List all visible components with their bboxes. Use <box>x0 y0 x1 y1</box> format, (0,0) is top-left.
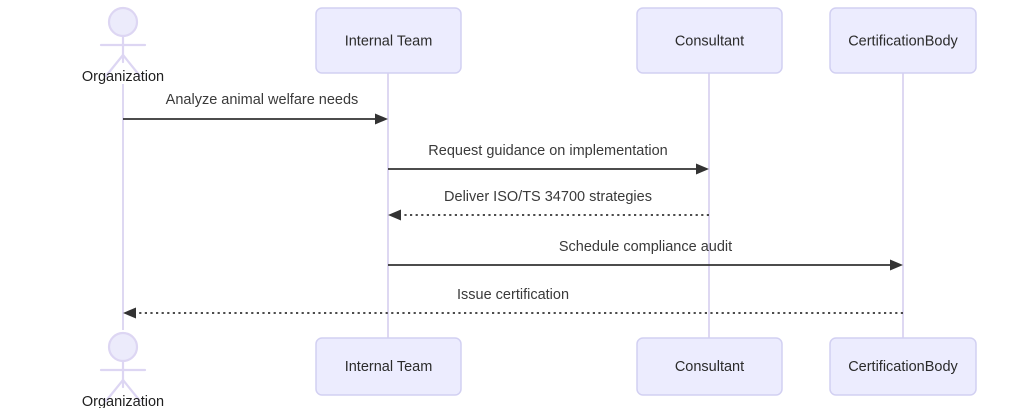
message-5-issue-certification[interactable]: Issue certification <box>123 287 903 319</box>
message-2-request-guidance-on-implementation[interactable]: Request guidance on implementation <box>388 143 709 175</box>
participant-box-certification-body-bottom[interactable]: CertificationBody <box>829 337 977 396</box>
actor-leg-right-icon <box>121 378 142 403</box>
message-3-deliver-iso-ts-34700-strategies[interactable]: Deliver ISO/TS 34700 strategies <box>388 189 709 221</box>
participant-label-internal-team-top: Internal Team <box>345 33 433 49</box>
message-label: Deliver ISO/TS 34700 strategies <box>444 189 652 205</box>
actor-label-organization-top: Organization <box>82 69 164 85</box>
message-label: Request guidance on implementation <box>428 143 667 159</box>
participant-box-rect <box>315 337 462 396</box>
participant-box-certification-body-top[interactable]: CertificationBody <box>829 7 977 74</box>
arrowhead-left-icon <box>388 209 401 221</box>
actor-leg-left-icon <box>104 53 125 78</box>
arrowhead-left-icon <box>123 307 136 319</box>
participant-box-consultant-top[interactable]: Consultant <box>636 7 783 74</box>
lifelines-group <box>122 73 904 338</box>
actor-label-organization-bottom: Organization <box>82 394 164 408</box>
participant-label-consultant-bottom: Consultant <box>675 359 744 375</box>
participant-label-certification-body-top: CertificationBody <box>848 33 958 49</box>
arrowhead-right-icon <box>696 163 709 175</box>
message-4-schedule-compliance-audit[interactable]: Schedule compliance audit <box>388 239 903 271</box>
participant-box-internal-team-top[interactable]: Internal Team <box>315 7 462 74</box>
participant-label-consultant-top: Consultant <box>675 33 744 49</box>
participant-label-internal-team-bottom: Internal Team <box>345 359 433 375</box>
arrowhead-right-icon <box>375 113 388 125</box>
actor-leg-left-icon <box>104 378 125 403</box>
participant-box-consultant-bottom[interactable]: Consultant <box>636 337 783 396</box>
message-label: Issue certification <box>457 287 569 303</box>
actor-head-icon <box>107 331 139 363</box>
participant-box-rect <box>636 7 783 74</box>
message-label: Analyze animal welfare needs <box>166 92 359 108</box>
message-1-analyze-animal-welfare-needs[interactable]: Analyze animal welfare needs <box>123 92 388 125</box>
actor-organization-bottom[interactable]: Organization <box>82 331 164 408</box>
actor-leg-right-icon <box>121 53 142 78</box>
participant-box-rect <box>636 337 783 396</box>
actor-head-icon <box>107 6 139 38</box>
participant-box-internal-team-bottom[interactable]: Internal Team <box>315 337 462 396</box>
participant-box-rect <box>315 7 462 74</box>
arrowhead-right-icon <box>890 259 903 271</box>
participant-box-rect <box>829 337 977 396</box>
participant-label-certification-body-bottom: CertificationBody <box>848 359 958 375</box>
message-label: Schedule compliance audit <box>559 239 732 255</box>
participant-box-rect <box>829 7 977 74</box>
actor-organization-top[interactable]: Organization <box>82 6 164 85</box>
